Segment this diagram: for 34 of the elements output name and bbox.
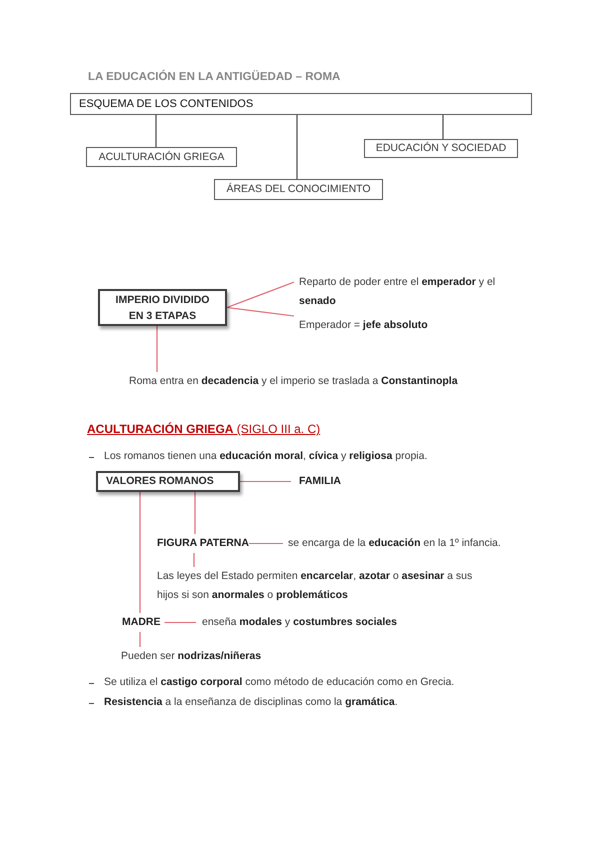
connector-line: [240, 480, 291, 482]
connector-line: [194, 492, 196, 534]
bullet-text: Resistencia a la enseñanza de disciplinas como la gramática.: [104, 695, 398, 710]
topic-label: FIGURA PATERNA: [157, 534, 249, 553]
connector-line: [193, 553, 195, 567]
connector-line: [248, 542, 283, 544]
connector-line: [296, 115, 298, 179]
connector-line: [226, 282, 294, 308]
connector-line: [139, 492, 141, 613]
connector-line: [155, 115, 157, 147]
page-title: LA EDUCACIÓN EN LA ANTIGÜEDAD – ROMA: [88, 71, 340, 83]
note-text: Roma entra en decadencia y el imperio se traslada a Constantinopla: [129, 372, 458, 391]
topic-box: IMPERIO DIVIDIDO EN 3 ETAPAS: [98, 289, 227, 326]
section-heading: ACULTURACIÓN GRIEGA (SIGLO III a. C): [87, 421, 320, 438]
connector-line: [442, 115, 444, 139]
topic-box: ESQUEMA DE LOS CONTENIDOS: [70, 93, 532, 115]
topic-box: VALORES ROMANOS: [96, 471, 240, 492]
topic-box: ACULTURACIÓN GRIEGA: [86, 147, 237, 167]
note-text: Emperador = jefe absoluto: [294, 316, 428, 335]
topic-box: ÁREAS DEL CONOCIMIENTO: [214, 179, 383, 200]
topic-label: FAMILIA: [291, 472, 341, 491]
note-text: Las leyes del Estado permiten encarcelar, azotar o asesinar a sus hijos si son anormales o problemáticos: [157, 567, 487, 605]
note-text: enseña modales y costumbres sociales: [196, 613, 397, 632]
note-text: Pueden ser nodrizas/niñeras: [121, 647, 262, 666]
bullet-text: Se utiliza el castigo corporal como método de educación como en Grecia.: [104, 675, 454, 690]
bullet-text: Los romanos tienen una educación moral, cívica y religiosa propia.: [104, 449, 428, 464]
connector-line: [226, 306, 294, 317]
topic-label: MADRE: [122, 613, 164, 632]
connector-line: [164, 622, 196, 624]
connector-line: [156, 326, 158, 372]
note-text: Reparto de poder entre el emperador y el senado: [294, 273, 526, 311]
topic-box: EDUCACIÓN Y SOCIEDAD: [364, 139, 518, 158]
connector-line: [139, 632, 141, 647]
note-text: se encarga de la educación en la 1º infancia.: [283, 534, 501, 553]
